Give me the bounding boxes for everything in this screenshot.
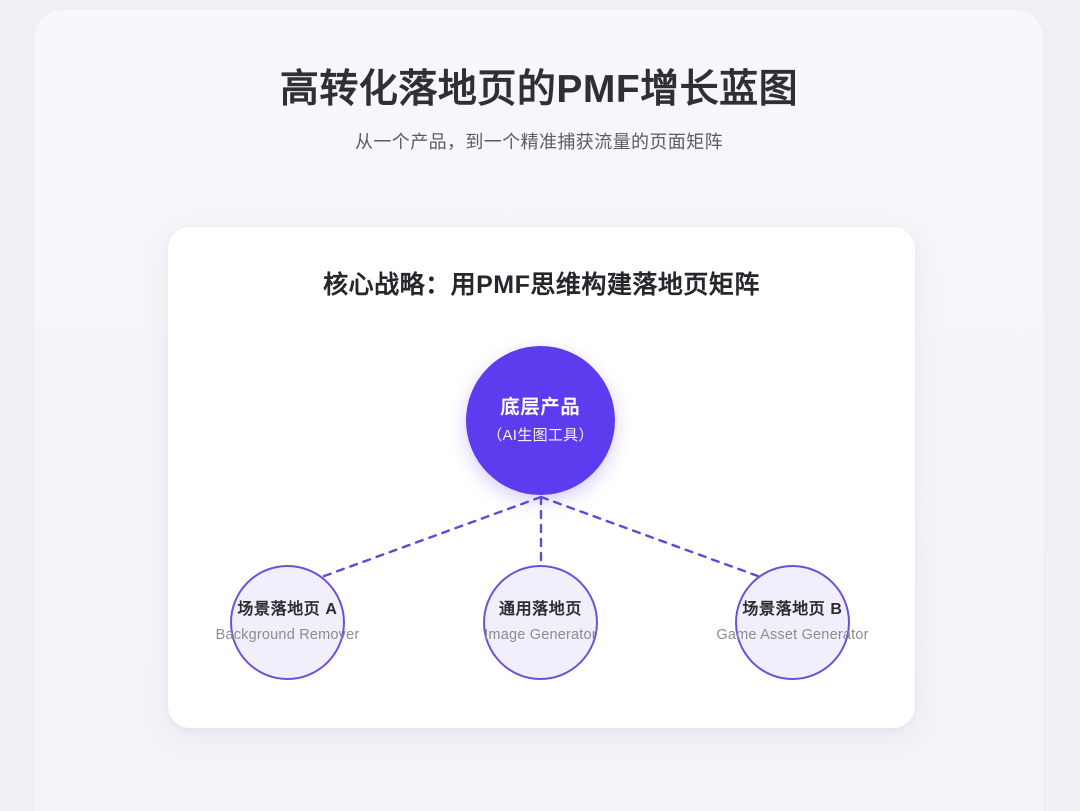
- edge-root-to-child-a: [314, 495, 543, 581]
- page-header: 高转化落地页的PMF增长蓝图 从一个产品，到一个精准捕获流量的页面矩阵: [36, 11, 1042, 155]
- node-landing-page-a-sublabel: Background Remover: [215, 627, 360, 644]
- diagram-card: 核心战略：用PMF思维构建落地页矩阵 底层产品 （AI生图工具） 场景落地页 A…: [168, 227, 915, 728]
- node-landing-page-a[interactable]: 场景落地页 A Background Remover: [216, 565, 359, 680]
- page-title: 高转化落地页的PMF增长蓝图: [279, 68, 799, 111]
- node-landing-page-a-label: 场景落地页 A: [237, 601, 338, 619]
- node-root-sublabel: （AI生图工具）: [487, 427, 594, 444]
- node-root-label: 底层产品: [500, 397, 581, 418]
- node-landing-page-b[interactable]: 场景落地页 B Game Asset Generator: [716, 565, 868, 680]
- node-landing-page-general-label: 通用落地页: [498, 601, 582, 619]
- page-subtitle: 从一个产品，到一个精准捕获流量的页面矩阵: [355, 131, 723, 152]
- node-landing-page-b-label: 场景落地页 B: [742, 601, 843, 619]
- node-landing-page-general[interactable]: 通用落地页 Image Generator: [483, 565, 598, 680]
- page-panel: 高转化落地页的PMF增长蓝图 从一个产品，到一个精准捕获流量的页面矩阵 核心战略…: [36, 11, 1042, 811]
- node-landing-page-general-sublabel: Image Generator: [484, 627, 597, 644]
- diagram-canvas: 底层产品 （AI生图工具） 场景落地页 A Background Remover…: [168, 227, 915, 728]
- node-landing-page-b-sublabel: Game Asset Generator: [716, 627, 869, 644]
- node-root-product[interactable]: 底层产品 （AI生图工具）: [466, 346, 615, 495]
- card-title: 核心战略：用PMF思维构建落地页矩阵: [323, 271, 760, 299]
- edge-root-to-child-b: [539, 495, 768, 581]
